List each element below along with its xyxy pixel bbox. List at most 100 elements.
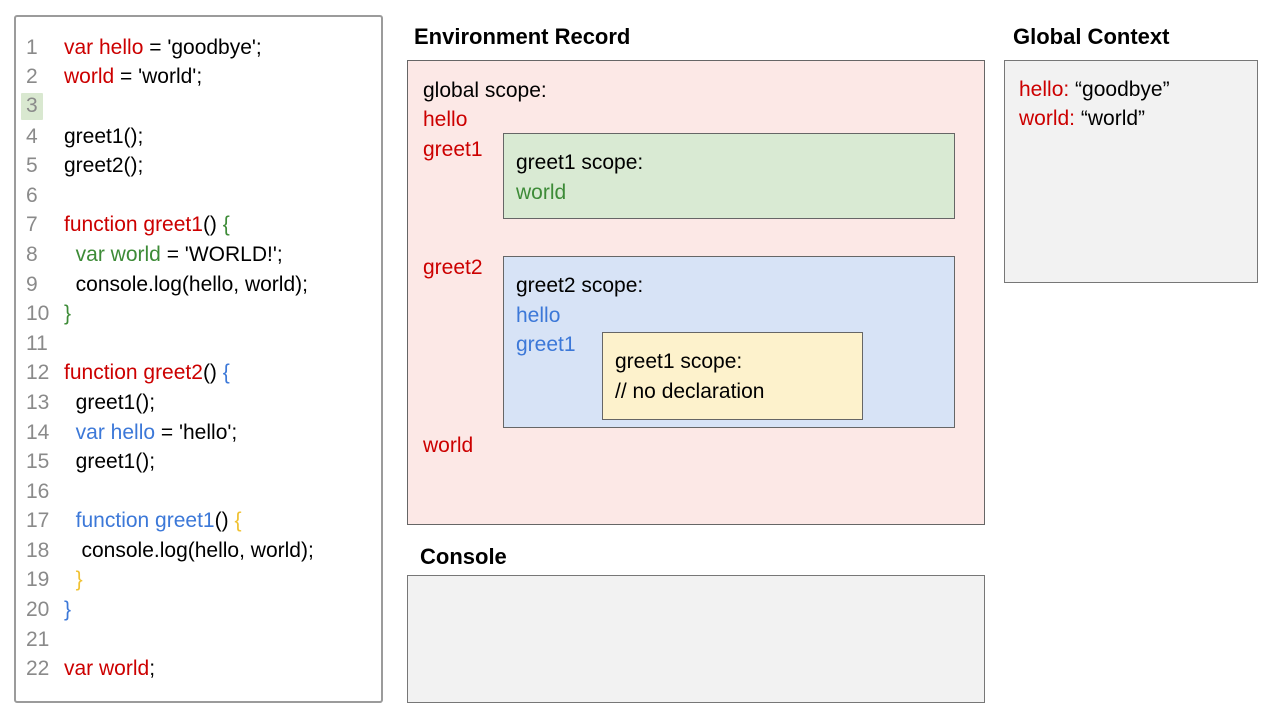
code-token: = 'goodbye';: [143, 35, 262, 59]
code-token: }: [75, 568, 83, 592]
code-token: greet1();: [64, 124, 144, 148]
code-token: {: [222, 213, 230, 237]
code-panel: 1 var hello = 'goodbye'; 2 world = 'world';…: [14, 15, 383, 703]
global-context-title: Global Context: [1013, 24, 1170, 49]
line-number: 9: [26, 272, 38, 296]
code-line: 14 var hello = 'hello';: [16, 418, 381, 448]
line-number: 1: [26, 35, 38, 59]
code-line: 6: [16, 181, 381, 211]
code-line: 1 var hello = 'goodbye';: [16, 33, 381, 63]
line-number: 6: [26, 183, 38, 207]
line-number: 8: [26, 242, 38, 266]
greet2-scope-var-hello: hello: [516, 304, 561, 327]
global-var-greet1: greet1: [423, 138, 483, 161]
global-scope-label: global scope:: [423, 79, 547, 102]
code-line: 9 console.log(hello, world);: [16, 270, 381, 300]
code-line-text: function greet1() {: [54, 213, 230, 237]
code-token: [64, 243, 76, 266]
code-line: 3: [16, 92, 381, 122]
code-token: console.log(hello, world);: [64, 538, 314, 562]
code-line-text: var world;: [54, 657, 155, 681]
code-line: 13 greet1();: [16, 388, 381, 418]
code-token: ;: [149, 657, 156, 681]
code-token: greet2();: [64, 154, 144, 178]
global-scope-box: global scope: hello greet1 greet1 scope:…: [407, 60, 985, 525]
code-line-text: greet1();: [54, 391, 155, 415]
code-line: 20}: [16, 595, 381, 625]
code-line: 15 greet1();: [16, 447, 381, 477]
code-line-text: var hello = 'hello';: [54, 420, 238, 445]
line-number: 4: [26, 124, 38, 148]
line-number: 2: [26, 65, 38, 89]
global-context-entry-name: world:: [1019, 107, 1076, 130]
greet1-scope-var-world: world: [516, 181, 567, 204]
line-number: 18: [26, 538, 50, 562]
code-token: function greet2: [64, 361, 203, 385]
console-output-box: [407, 575, 985, 703]
line-number: 14: [26, 420, 50, 444]
code-token: function greet1: [75, 509, 215, 533]
code-token: function greet1: [64, 213, 203, 237]
greet2-scope-var-greet1: greet1: [516, 333, 576, 356]
line-number: 12: [26, 361, 50, 385]
environment-record-title: Environment Record: [414, 24, 631, 49]
code-line: 10}: [16, 299, 381, 329]
line-number: 16: [26, 479, 50, 503]
code-line: 21: [16, 625, 381, 655]
code-line: 8 var world = 'WORLD!';: [16, 240, 381, 270]
code-line-text: greet1();: [54, 125, 143, 149]
code-token: (): [214, 509, 235, 533]
code-token: world: [64, 65, 115, 89]
code-token: [64, 421, 76, 444]
code-token: (): [202, 213, 223, 237]
code-lines: 1 var hello = 'goodbye'; 2 world = 'world';…: [16, 33, 381, 684]
code-token: = 'WORLD!';: [160, 242, 283, 266]
code-line-text: function greet2() {: [54, 361, 230, 385]
greet1-scope-box: greet1 scope: world: [503, 133, 955, 219]
code-line-text: console.log(hello, world);: [54, 273, 308, 297]
line-number: 20: [26, 598, 50, 622]
code-line: 17 function greet1() {: [16, 507, 381, 537]
code-line-text: world = 'world';: [54, 65, 202, 89]
code-line-text: }: [54, 302, 71, 326]
console-title: Console: [420, 544, 507, 569]
line-number: 22: [26, 657, 50, 681]
code-line-text: function greet1() {: [54, 509, 242, 533]
code-line-text: console.log(hello, world);: [54, 539, 314, 563]
code-token: = 'world';: [114, 65, 203, 89]
line-number: 19: [26, 568, 50, 592]
code-token: var hello: [64, 35, 144, 59]
greet1-scope-label: greet1 scope:: [516, 151, 644, 174]
nested-greet1-scope-label: greet1 scope:: [615, 350, 743, 373]
code-line-text: }: [54, 598, 71, 622]
line-number: 21: [26, 627, 50, 651]
code-line: 7 function greet1() {: [16, 211, 381, 241]
line-number: 13: [26, 390, 50, 414]
line-number: 11: [26, 331, 48, 355]
code-token: (): [202, 361, 223, 385]
code-line-text: var hello = 'goodbye';: [54, 36, 262, 60]
code-line-text: greet1();: [54, 450, 155, 474]
code-line-text: }: [54, 568, 83, 592]
global-context-entry-value: “world”: [1080, 107, 1146, 130]
global-var-world: world: [423, 434, 474, 457]
code-line: 16: [16, 477, 381, 507]
code-token: greet1();: [64, 390, 156, 414]
code-token: [64, 568, 76, 591]
line-number: 7: [26, 213, 38, 237]
line-number: 10: [26, 302, 50, 326]
code-token: }: [64, 302, 72, 326]
code-token: {: [222, 361, 230, 385]
code-line-text: var world = 'WORLD!';: [54, 243, 283, 267]
nested-greet1-scope-comment: // no declaration: [615, 380, 765, 403]
code-token: var hello: [75, 420, 156, 444]
global-context-entry: world: “world”: [1019, 104, 1145, 134]
greet2-scope-label: greet2 scope:: [516, 274, 644, 297]
code-line: 18 console.log(hello, world);: [16, 536, 381, 566]
line-number: 17: [26, 509, 50, 533]
code-line-text: greet2();: [54, 154, 143, 178]
line-number-highlighted: 3: [16, 93, 54, 121]
